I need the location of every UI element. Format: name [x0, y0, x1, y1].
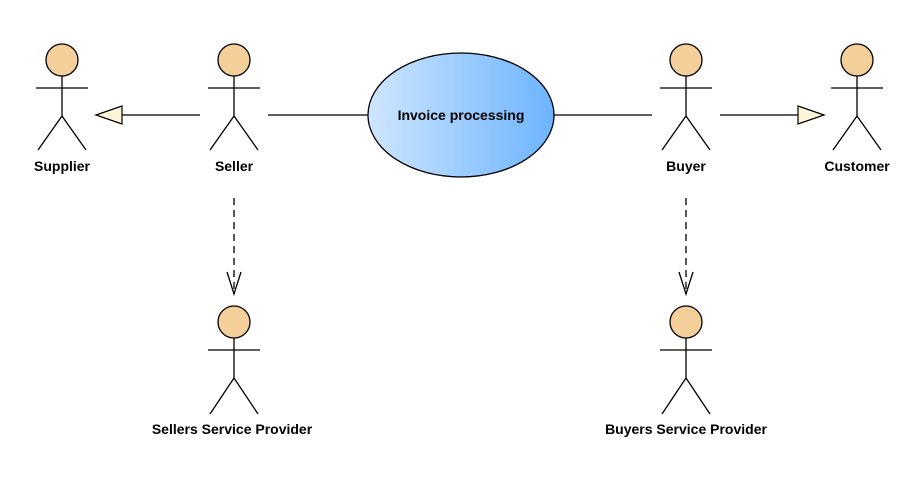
actor-label: Customer [824, 158, 890, 174]
actor-supplier: Supplier [34, 43, 91, 174]
actor-label: Buyer [666, 158, 706, 174]
actor-label: Supplier [34, 158, 91, 174]
actor-head [840, 43, 874, 77]
actor-label: Sellers Service Provider [152, 421, 313, 437]
actor-customer: Customer [824, 43, 890, 174]
actor-head [45, 43, 79, 77]
use-case-label: Invoice processing [398, 107, 525, 123]
actor-head [217, 305, 251, 339]
actor-buyers-service-provider: Buyers Service Provider [605, 305, 767, 437]
generalization-seller-supplier [94, 105, 200, 125]
actor-head [217, 43, 251, 77]
dependency-buyer-buyers-sp [678, 198, 694, 297]
actor-label: Buyers Service Provider [605, 421, 767, 437]
use-case-invoice-processing: Invoice processing [367, 52, 555, 178]
generalization-buyer-customer [720, 105, 826, 125]
actor-label: Seller [215, 158, 254, 174]
actor-head [669, 43, 703, 77]
actor-seller: Seller [208, 43, 260, 174]
actor-sellers-service-provider: Sellers Service Provider [152, 305, 313, 437]
actor-head [669, 305, 703, 339]
dependency-seller-sellers-sp [226, 198, 242, 297]
actor-buyer: Buyer [660, 43, 712, 174]
